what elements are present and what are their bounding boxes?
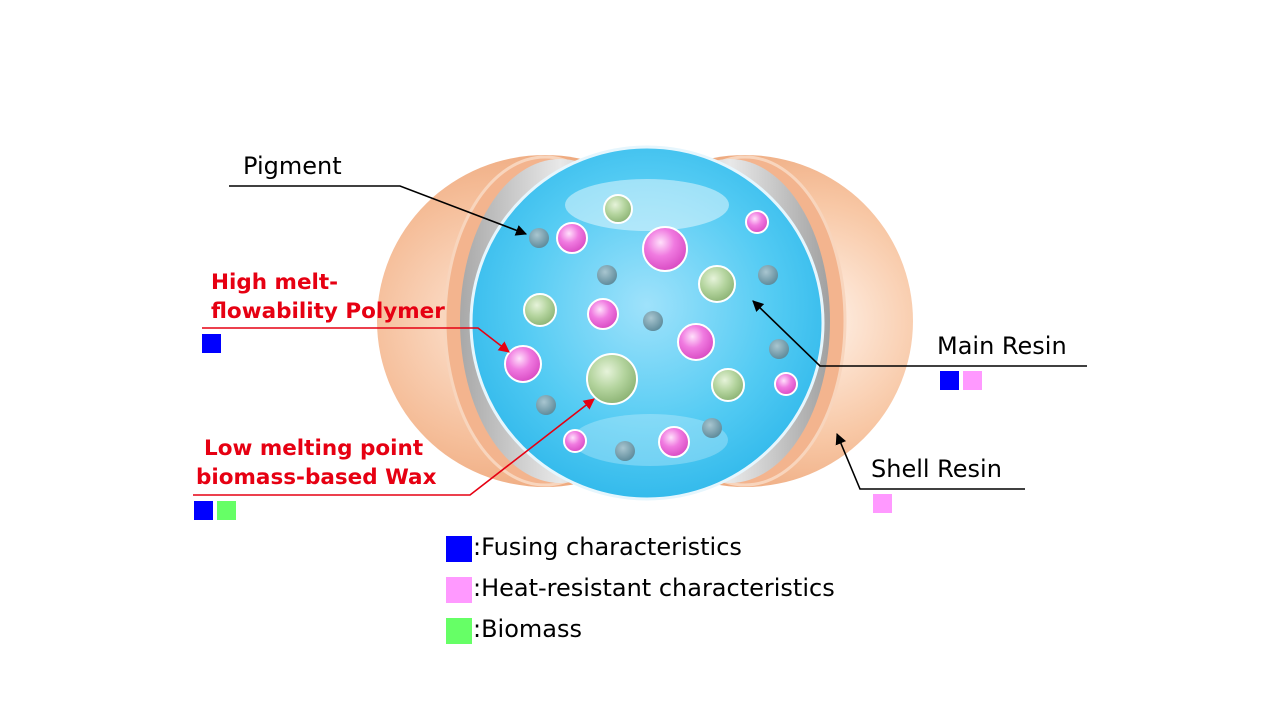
polymer-particle (774, 372, 798, 396)
wax-particle (711, 368, 745, 402)
pigment-particle (536, 395, 556, 415)
polymer-particle (642, 226, 688, 272)
high-melt-label-line1: High melt- (211, 270, 338, 295)
pigment-leader-line (229, 185, 528, 236)
pigment-particle (702, 418, 722, 438)
legend-biomass-swatch (446, 618, 472, 644)
polymer-particles (504, 210, 798, 458)
wax-fusing-marker (194, 501, 213, 520)
polymer-particle (504, 345, 542, 383)
pigment-particle (597, 265, 617, 285)
pigment-particle (643, 311, 663, 331)
main-resin-heat-marker (963, 371, 982, 390)
polymer-particle (658, 426, 690, 458)
shell-resin-label: Shell Resin (871, 455, 1002, 483)
pigment-particle (529, 228, 549, 248)
polymer-particle (556, 222, 588, 254)
low-melt-label-line2: biomass-based Wax (196, 465, 437, 490)
pigment-label: Pigment (243, 152, 342, 180)
polymer-particle (563, 429, 587, 453)
high-melt-label-line2: flowability Polymer (211, 299, 445, 324)
polymer-particle (587, 298, 619, 330)
leader-lines (193, 185, 1087, 496)
wax-particle (698, 265, 736, 303)
wax-particle (523, 293, 557, 327)
main-resin-label: Main Resin (937, 332, 1067, 360)
pigment-particle (615, 441, 635, 461)
wax-particles (523, 194, 745, 405)
pigment-particle (758, 265, 778, 285)
shell-resin-leader-line (835, 432, 1025, 490)
low-melt-label-line1: Low melting point (204, 436, 423, 461)
legend-biomass-text: :Biomass (473, 615, 582, 643)
polymer-particle (745, 210, 769, 234)
wax-particle (586, 353, 638, 405)
polymer-fusing-marker (202, 334, 221, 353)
wax-biomass-marker (217, 501, 236, 520)
main-resin-fusing-marker (940, 371, 959, 390)
legend: :Fusing characteristics :Heat-resistant … (446, 533, 835, 644)
polymer-particle (677, 323, 715, 361)
pigment-particle (769, 339, 789, 359)
legend-fusing-text: :Fusing characteristics (473, 533, 742, 561)
wax-particle (603, 194, 633, 224)
shell-resin-heat-marker (873, 494, 892, 513)
legend-heat-text: :Heat-resistant characteristics (473, 574, 835, 602)
legend-heat-swatch (446, 577, 472, 603)
legend-fusing-swatch (446, 536, 472, 562)
main-resin-leader-line (752, 300, 1087, 367)
pigment-particles (529, 228, 789, 461)
polymer-leader-line (202, 327, 510, 353)
wax-leader-line (193, 398, 595, 496)
